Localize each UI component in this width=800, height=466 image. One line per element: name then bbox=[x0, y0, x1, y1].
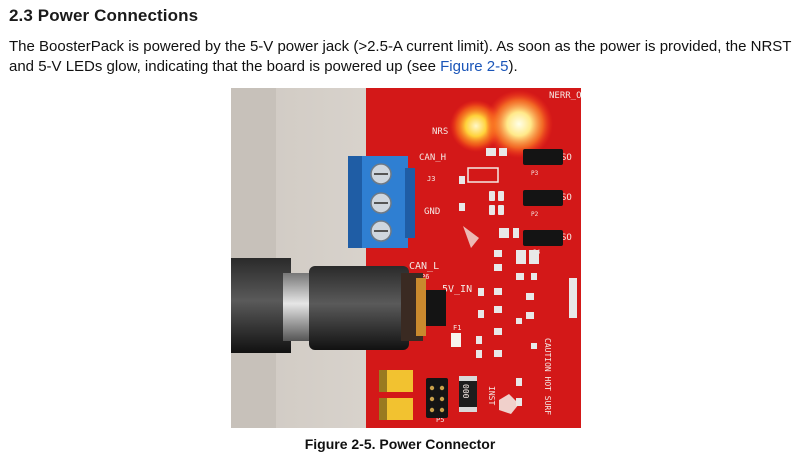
silk-p2: P2 bbox=[531, 211, 539, 218]
resistor-marking: 000 bbox=[461, 384, 470, 399]
silk-can-h: CAN_H bbox=[419, 153, 446, 163]
silk-f1: F1 bbox=[453, 324, 461, 332]
board-photo-drawing: NERR_O NRS CAN_H J3 GND CAN_L P6 5V_IN F… bbox=[231, 88, 581, 428]
silk-so-2: SO bbox=[561, 193, 572, 203]
5v-led bbox=[485, 90, 553, 158]
figure-link[interactable]: Figure 2-5 bbox=[440, 58, 509, 75]
silk-p3: P3 bbox=[531, 170, 539, 177]
power-connector-photo: NERR_O NRS CAN_H J3 GND CAN_L P6 5V_IN F… bbox=[231, 88, 581, 428]
silk-gnd: GND bbox=[424, 207, 440, 217]
ti-emblem bbox=[499, 394, 519, 414]
figure-caption: Figure 2-5. Power Connector bbox=[304, 436, 496, 452]
silk-p6: P6 bbox=[421, 273, 429, 281]
smd-components bbox=[451, 148, 577, 406]
paragraph-text: The BoosterPack is powered by the 5-V po… bbox=[9, 38, 792, 75]
silk-nrst: NRS bbox=[432, 127, 448, 137]
silk-nerr: NERR_O bbox=[549, 91, 581, 101]
ti-logo-mark bbox=[463, 226, 479, 248]
power-plug bbox=[231, 258, 446, 353]
section-paragraph: The BoosterPack is powered by the 5-V po… bbox=[9, 37, 794, 77]
silk-can-l: CAN_L bbox=[409, 261, 439, 272]
silk-so-3: SO bbox=[561, 233, 572, 243]
silk-caution: CAUTION HOT SURF bbox=[543, 338, 552, 415]
resistor: 000 bbox=[459, 376, 477, 412]
silk-ti: INST bbox=[487, 386, 496, 405]
jumper-headers bbox=[523, 149, 563, 246]
paragraph-end: ). bbox=[508, 58, 518, 75]
silk-5v-in: 5V_IN bbox=[442, 284, 472, 295]
silk-p5: P5 bbox=[436, 416, 444, 424]
section-heading: 2.3 Power Connections bbox=[9, 6, 199, 25]
can-terminal-block bbox=[348, 156, 415, 248]
silk-so-1: SO bbox=[561, 153, 572, 163]
tantalum-capacitors bbox=[379, 370, 413, 420]
p5-header bbox=[426, 378, 448, 418]
silk-j3: J3 bbox=[427, 175, 435, 183]
